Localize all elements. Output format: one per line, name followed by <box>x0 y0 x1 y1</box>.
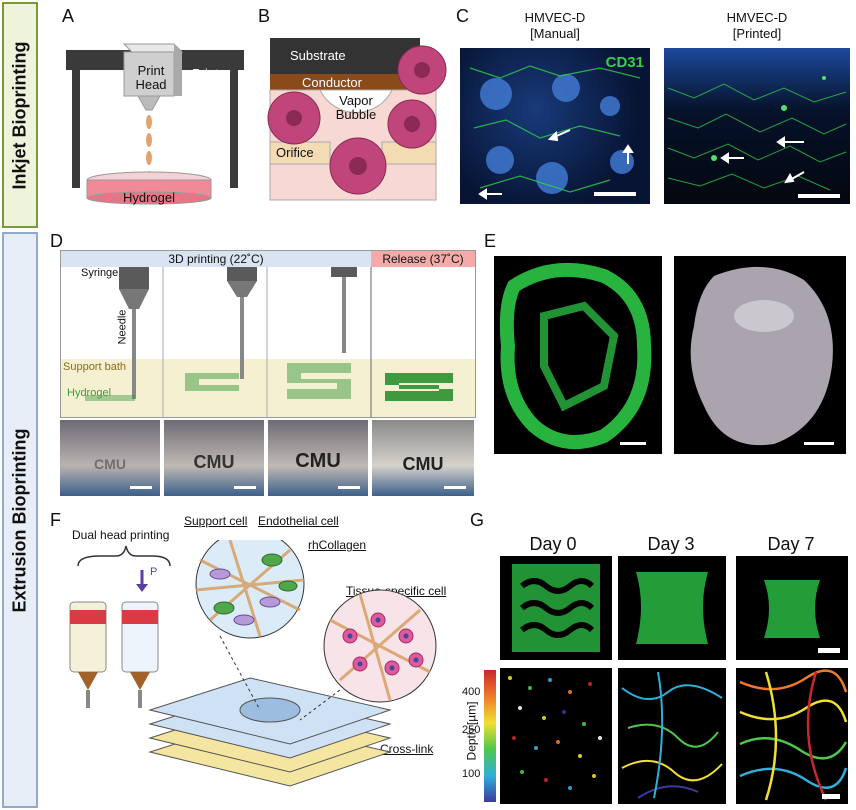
panel-d-schematic: 3D printing (22˚C) Release (37˚C) Syring… <box>60 250 476 418</box>
depth-map-day-7 <box>736 668 848 804</box>
vapor-bubble-label: Vapor Bubble <box>335 93 377 122</box>
printed-title: HMVEC-D <box>726 10 788 25</box>
panel-d-photo-strip: CMU CMU CMU CMU <box>60 420 474 496</box>
day-0-shape <box>512 564 600 652</box>
photo-3-text: CMU <box>295 450 341 472</box>
pressure-label: P <box>150 566 158 578</box>
panel-a-printer-diagram: Print Head Printer Hydrogel <box>62 30 252 208</box>
photo-1-text: CMU <box>94 456 126 472</box>
day-3-label: Day 3 <box>647 534 695 554</box>
printer-label: Printer <box>192 66 231 81</box>
release-phase-header: Release (37˚C) <box>371 251 475 267</box>
photo-4-text: CMU <box>402 454 444 474</box>
extrusion-section-text: Extrusion Bioprinting <box>9 428 30 612</box>
endothelial-cell-label: Endothelial cell <box>258 514 339 528</box>
day-0-label: Day 0 <box>529 534 577 554</box>
inkjet-mechanism-illustration <box>267 38 447 201</box>
dual-head-label: Dual head printing <box>72 528 170 542</box>
support-cell-label: Support cell <box>184 514 248 528</box>
panel-f-illustration <box>69 540 437 787</box>
photo-scale-bars <box>130 486 466 489</box>
inkjet-section-text: Inkjet Bioprinting <box>9 41 30 189</box>
panel-label-d: D <box>50 231 63 251</box>
heart-fluorescence-shape <box>499 262 652 449</box>
day-7-label: Day 7 <box>767 534 815 554</box>
depth-map-day-0-dots <box>508 676 602 790</box>
day-0-image <box>500 556 612 660</box>
orifice-label: Orifice <box>276 145 314 160</box>
rhcollagen-label: rhCollagen <box>308 538 367 552</box>
photo-step-1: CMU <box>60 420 160 496</box>
manual-cells-overlay <box>469 65 641 200</box>
manual-title: HMVEC-D <box>524 10 586 25</box>
conductor-label: Conductor <box>302 75 362 90</box>
depth-tick-400: 400 <box>462 686 481 698</box>
heart-fluorescence <box>494 256 662 454</box>
photo-step-4: CMU <box>372 420 474 496</box>
manual-subtitle: [Manual] <box>530 26 580 41</box>
cd31-marker-label: CD31 <box>605 54 644 71</box>
print-head-label: Print Head <box>135 63 167 92</box>
printed-cells-overlay <box>667 76 847 198</box>
day-3-image <box>618 556 726 660</box>
photo-step-2: CMU <box>164 420 264 496</box>
micrograph-printed <box>664 48 850 204</box>
heart-photo <box>674 256 846 454</box>
inkjet-section-label: Inkjet Bioprinting <box>2 2 38 228</box>
panel-label-g: G <box>470 510 485 530</box>
panel-label-a: A <box>62 6 75 26</box>
hydrogel-d-label: Hydrogel <box>67 387 112 399</box>
print-steps-illustration <box>61 267 475 417</box>
day-7-image <box>736 556 848 660</box>
depth-map-day-3-vessels <box>621 671 723 799</box>
photo-step-3: CMU <box>268 420 368 496</box>
depth-tick-250: 250 <box>462 724 481 736</box>
substrate-label: Substrate <box>290 48 346 63</box>
extrusion-section-label: Extrusion Bioprinting <box>2 232 38 808</box>
depth-map-day-0 <box>500 668 612 804</box>
heart-photo-shape <box>690 266 834 446</box>
depth-map-day-3 <box>618 668 726 804</box>
photo-2-text: CMU <box>193 452 235 472</box>
day-7-shape <box>764 580 840 653</box>
depth-map-day-7-vessels <box>739 669 848 801</box>
panel-label-f: F <box>50 510 61 530</box>
hydrogel-label: Hydrogel <box>122 190 176 205</box>
depth-tick-100: 100 <box>462 768 481 780</box>
panel-b-inkjet-mechanism: Substrate Conductor Vapor Bubble Orifice <box>262 34 448 204</box>
print-phase-header: 3D printing (22˚C) <box>61 251 371 267</box>
panel-label-c: C <box>456 6 469 26</box>
micrograph-manual: CD31 <box>460 48 650 204</box>
syringe-label: Syringe <box>81 267 119 279</box>
panel-label-e: E <box>484 231 497 251</box>
panel-label-b: B <box>258 6 271 26</box>
depth-colorbar <box>484 670 496 802</box>
day-3-shape <box>636 572 708 644</box>
support-bath-label: Support bath <box>63 361 126 373</box>
printer-illustration <box>66 43 244 205</box>
needle-label: Needle <box>116 309 129 345</box>
cross-link-label: Cross-link <box>380 742 434 756</box>
printed-subtitle: [Printed] <box>732 26 782 41</box>
